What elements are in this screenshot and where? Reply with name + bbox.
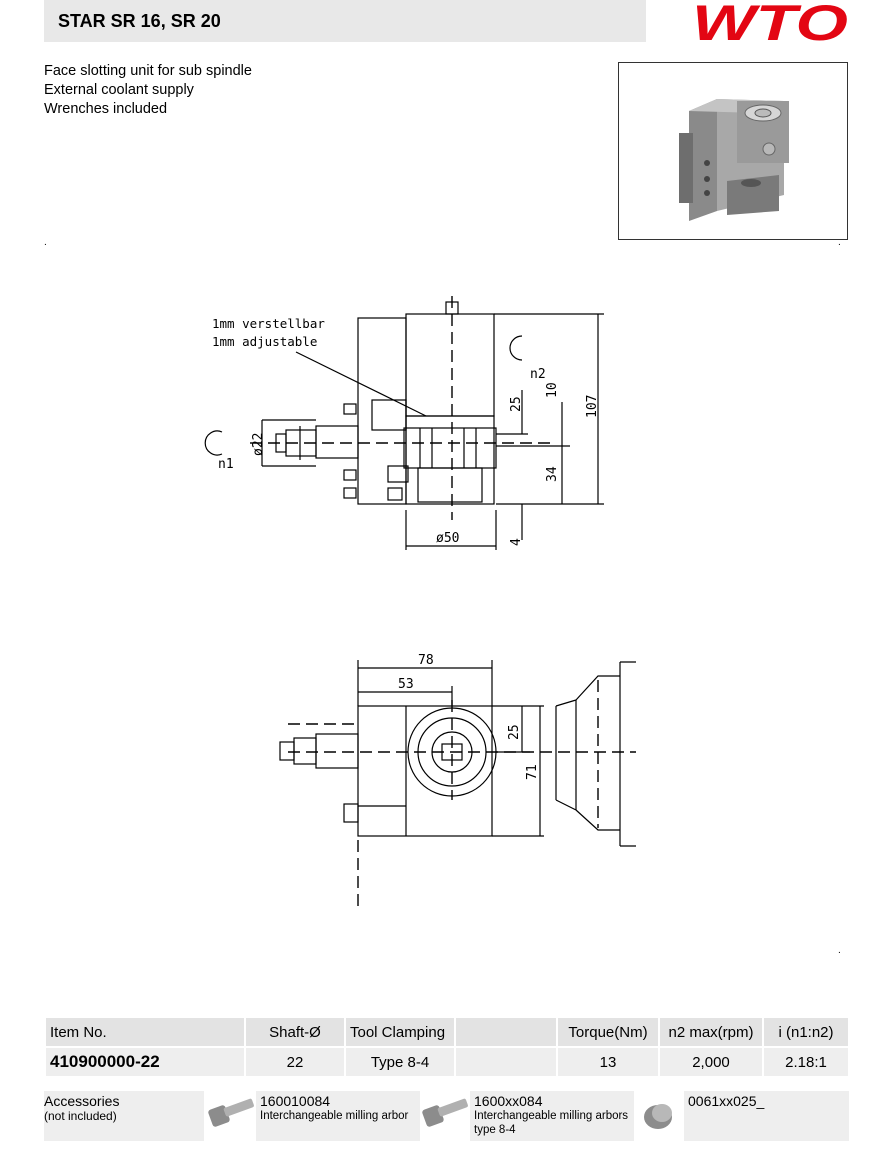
dim-71: 71: [525, 764, 540, 780]
product-image: [618, 62, 848, 240]
header-n2-max: n2 max(rpm): [660, 1018, 762, 1046]
technical-drawing: 1mm verstellbar 1mm adjustable n1 n2 ø22…: [204, 296, 636, 910]
header-ratio: i (n1:n2): [764, 1018, 848, 1046]
nut-icon: [644, 1104, 672, 1129]
dim-25-top: 25: [509, 396, 524, 412]
logo-text: WTO: [692, 0, 848, 44]
milling-arbor-icon: [422, 1098, 468, 1127]
table-header-row: Item No. Shaft-Ø Tool Clamping Torque(Nm…: [46, 1018, 848, 1046]
header-empty: [456, 1018, 556, 1046]
dim-78: 78: [418, 653, 434, 668]
dot-marker: .: [838, 945, 841, 956]
title-bar: STAR SR 16, SR 20: [44, 0, 646, 42]
description: Face slotting unit for sub spindle Exter…: [44, 62, 252, 119]
accessory-desc: Interchangeable milling arbor: [260, 1110, 409, 1122]
dim-10: 10: [545, 382, 560, 398]
note-adjustable-en: 1mm adjustable: [212, 334, 317, 349]
label-n2: n2: [530, 367, 546, 382]
accessories-subtitle: (not included): [44, 1109, 117, 1123]
header-shaft: Shaft-Ø: [246, 1018, 344, 1046]
header-tool-clamping: Tool Clamping: [346, 1018, 454, 1046]
table-row: 410900000-22 22 Type 8-4 13 2,000 2.18:1: [46, 1048, 848, 1076]
shaft-value: 22: [246, 1048, 344, 1076]
page-title: STAR SR 16, SR 20: [58, 10, 221, 31]
description-line: External coolant supply: [44, 82, 194, 98]
dim-34: 34: [545, 466, 560, 482]
spec-table: Item No. Shaft-Ø Tool Clamping Torque(Nm…: [44, 1016, 850, 1078]
dim-4: 4: [509, 538, 524, 546]
tool-clamping-value: Type 8-4: [346, 1048, 454, 1076]
dot-marker: .: [44, 237, 47, 248]
n2-max-value: 2,000: [660, 1048, 762, 1076]
accessory-code: 0061xx025_: [688, 1093, 765, 1109]
torque-value: 13: [558, 1048, 658, 1076]
accessory-item-3: 0061xx025_: [684, 1091, 849, 1141]
dot-marker: .: [838, 237, 841, 248]
dim-diameter-50: ø50: [436, 531, 459, 546]
accessory-item-1: 160010084 Interchangeable milling arbor: [256, 1091, 420, 1141]
dim-shaft-diameter: ø22: [251, 433, 266, 456]
accessories-label: Accessories (not included): [44, 1091, 204, 1141]
label-n1: n1: [218, 457, 234, 472]
header-item-no: Item No.: [46, 1018, 244, 1046]
accessory-code: 160010084: [260, 1093, 331, 1109]
ratio-value: 2.18:1: [764, 1048, 848, 1076]
note-adjustable-de: 1mm verstellbar: [212, 316, 325, 331]
dim-53: 53: [398, 677, 414, 692]
description-line: Wrenches included: [44, 101, 168, 117]
dim-25-bottom: 25: [507, 724, 522, 740]
accessories-title: Accessories: [44, 1093, 120, 1109]
item-number: 410900000-22: [46, 1048, 244, 1076]
header-torque: Torque(Nm): [558, 1018, 658, 1046]
empty-value: [456, 1048, 556, 1076]
accessory-desc: Interchangeable milling arbors: [474, 1110, 629, 1122]
product-render: [679, 99, 789, 221]
wto-logo: WTO: [692, 0, 848, 44]
dim-107: 107: [585, 395, 600, 418]
accessory-item-2: 1600xx084 Interchangeable milling arbors…: [470, 1091, 634, 1141]
accessory-code: 1600xx084: [474, 1093, 543, 1109]
accessory-desc-2: type 8-4: [474, 1124, 516, 1136]
milling-arbor-icon: [208, 1098, 254, 1127]
description-line: Face slotting unit for sub spindle: [44, 63, 252, 79]
